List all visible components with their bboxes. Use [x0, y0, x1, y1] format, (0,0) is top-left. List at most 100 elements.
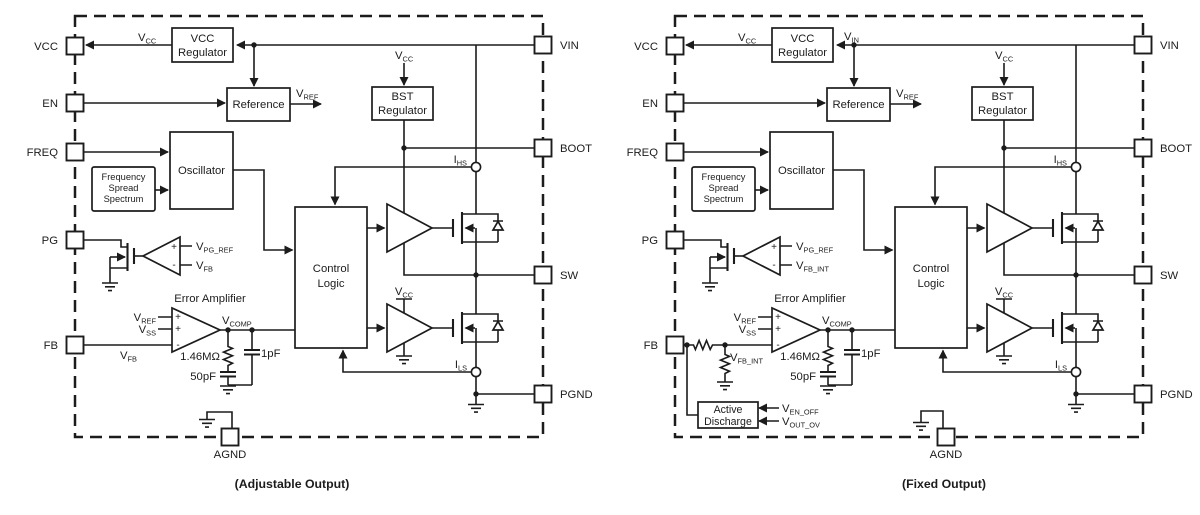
- minus-sign: -: [176, 340, 179, 351]
- fixed-output-diagram: VCC EN FREQ PG FB VIN BOOT SW PGND AGND …: [627, 14, 1193, 491]
- plus-sign: +: [775, 312, 781, 323]
- comp-resistor: [222, 343, 234, 369]
- reference-label: Reference: [232, 99, 284, 111]
- plus-sign: +: [175, 312, 181, 323]
- error-amplifier-title: Error Amplifier: [174, 293, 246, 305]
- wires: [684, 40, 1135, 429]
- ground-icon: [395, 355, 413, 365]
- vcc-net-label: VCC: [138, 32, 157, 46]
- fss-label: Spectrum: [704, 194, 744, 204]
- pin-label-vcc: VCC: [34, 41, 58, 53]
- pin-agnd: [220, 427, 240, 447]
- pin-vin: [1133, 35, 1153, 55]
- pin-label-freq: FREQ: [627, 147, 659, 159]
- comp-capacitor-50pf: [218, 370, 238, 378]
- pin-sw: [1133, 265, 1153, 285]
- fb-net-label: VFB: [120, 350, 137, 364]
- bst-regulator-label: Regulator: [378, 105, 427, 117]
- fss-label: Frequency: [702, 172, 746, 182]
- ground-icon: [467, 403, 485, 413]
- comp-cap-value: 50pF: [790, 371, 816, 383]
- minus-sign: -: [172, 260, 175, 271]
- adjustable-output-diagram: VCC EN FREQ PG FB VIN BOOT SW PGND AGND …: [27, 14, 593, 491]
- ic-boundary: [673, 14, 1145, 439]
- ground-icon: [912, 421, 930, 431]
- driver-vcc-label: VCC: [995, 286, 1014, 300]
- pin-pgnd: [533, 384, 553, 404]
- vref-net-label: VREF: [896, 88, 919, 102]
- vcc-regulator-label: Regulator: [178, 47, 227, 59]
- pin-label-pgnd: PGND: [1160, 389, 1193, 401]
- control-logic-label: Control: [313, 263, 349, 275]
- pin-pg: [665, 230, 685, 250]
- bst-regulator-block: [971, 86, 1034, 121]
- high-side-mosfet: [453, 212, 503, 244]
- ils-current-sense-icon: [1070, 366, 1082, 378]
- fss-label: Frequency: [102, 172, 146, 182]
- pin-freq: [665, 142, 685, 162]
- comp-resistor-value: 1.46MΩ: [780, 351, 820, 363]
- ils-label: ILS: [1055, 359, 1067, 373]
- hf-cap-value: 1pF: [861, 348, 881, 360]
- ea-vss-label: VSS: [139, 324, 156, 338]
- freq-spread-spectrum-block: [91, 166, 156, 212]
- freq-spread-spectrum-block: [691, 166, 756, 212]
- vcc-net-label: VCC: [738, 32, 757, 46]
- ihs-label: IHS: [454, 154, 467, 168]
- fb-series-resistor: [690, 339, 716, 351]
- fss-label: Spread: [109, 183, 139, 193]
- ground-icon: [701, 282, 719, 292]
- pin-vcc: [665, 36, 685, 56]
- high-side-driver: [986, 203, 1033, 253]
- pin-label-pg: PG: [642, 235, 658, 247]
- ground-icon: [995, 355, 1013, 365]
- ea-vss-label: VSS: [739, 324, 756, 338]
- low-side-driver: [986, 303, 1033, 353]
- control-logic-block: [894, 206, 968, 349]
- comp-capacitor-1pf: [842, 348, 862, 356]
- minus-sign: -: [776, 340, 779, 351]
- pin-vin: [533, 35, 553, 55]
- control-logic-label: Logic: [317, 278, 344, 290]
- pin-en: [65, 93, 85, 113]
- bst-vcc-label: VCC: [395, 50, 414, 64]
- ihs-current-sense-icon: [1070, 161, 1082, 173]
- comp-capacitor-50pf: [818, 370, 838, 378]
- pin-label-en: EN: [42, 98, 58, 110]
- vref-net-label: VREF: [296, 88, 319, 102]
- comp-cap-value: 50pF: [190, 371, 216, 383]
- vcc-regulator-label: Regulator: [778, 47, 827, 59]
- reference-block: [226, 87, 291, 122]
- pin-label-pgnd: PGND: [560, 389, 593, 401]
- control-logic-label: Control: [913, 263, 949, 275]
- vcc-regulator-block: [771, 27, 834, 63]
- minus-sign: -: [772, 260, 775, 271]
- ils-current-sense-icon: [470, 366, 482, 378]
- vcc-regulator-block: [171, 27, 234, 63]
- texts: VCC EN FREQ PG FB VIN BOOT SW PGND AGND …: [627, 31, 1193, 491]
- pin-label-agnd: AGND: [930, 449, 963, 461]
- diagram-caption: (Adjustable Output): [235, 477, 350, 491]
- error-amplifier-title: Error Amplifier: [774, 293, 846, 305]
- ic-boundary: [73, 14, 545, 439]
- pin-pgnd: [1133, 384, 1153, 404]
- pg-fb-label: VFB_INT: [796, 260, 829, 274]
- ground-icon: [1067, 403, 1085, 413]
- oscillator-block: [769, 131, 834, 210]
- pin-fb: [665, 335, 685, 355]
- oscillator-label: Oscillator: [178, 165, 225, 177]
- bst-regulator-label: BST: [392, 91, 414, 103]
- active-discharge-label: Active: [714, 404, 743, 416]
- pin-label-fb: FB: [644, 340, 658, 352]
- vcomp-label: VCOMP: [822, 315, 852, 329]
- ea-vref-label: VREF: [134, 312, 157, 326]
- pin-label-vin: VIN: [560, 40, 579, 52]
- pin-label-sw: SW: [560, 270, 579, 282]
- plus-sign: +: [175, 324, 181, 335]
- vcomp-label: VCOMP: [222, 315, 252, 329]
- bst-regulator-label: BST: [992, 91, 1014, 103]
- ground-icon: [819, 385, 837, 395]
- ihs-label: IHS: [1054, 154, 1067, 168]
